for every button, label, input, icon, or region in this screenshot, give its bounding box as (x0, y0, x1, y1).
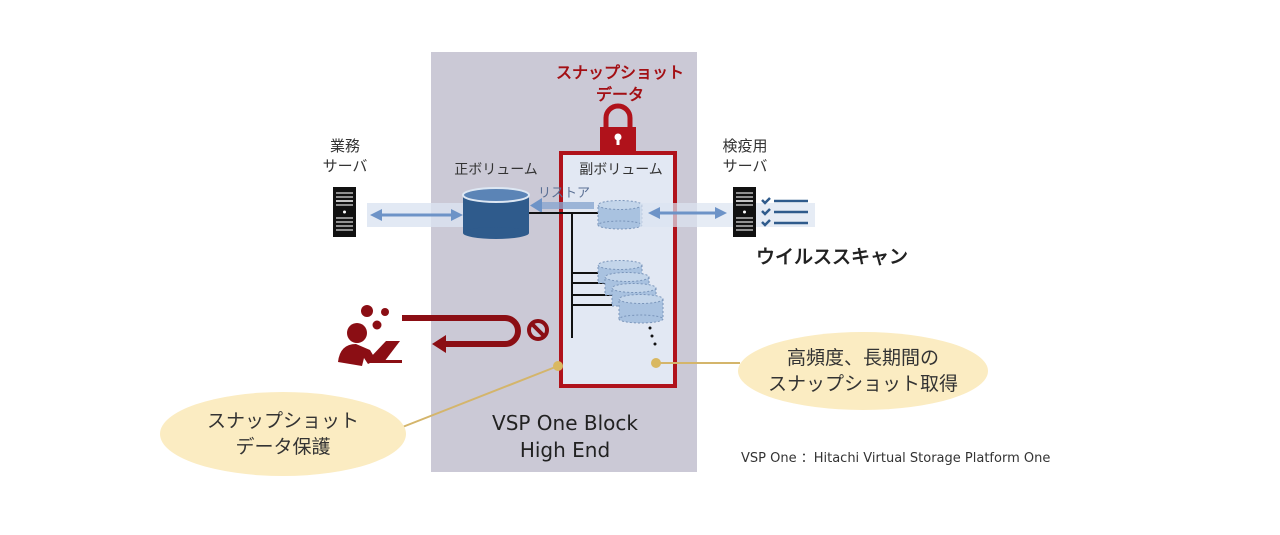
quarantine-server-label-line2: サーバ (722, 157, 768, 175)
restore-label: リストア (538, 186, 591, 201)
business-server-label-line2: サーバ (322, 157, 368, 175)
restore-arrow (530, 198, 594, 213)
callout-left-line2: データ保護 (235, 436, 331, 458)
checklist-icon (761, 197, 808, 227)
primary-volume-label: 正ボリューム (454, 162, 538, 178)
snapshot-data-title: スナップショット データ (540, 62, 700, 106)
snapshot-title-line1: スナップショット (555, 63, 684, 82)
business-server-icon (333, 187, 356, 237)
quarantine-server-label-line1: 検疫用 (722, 137, 768, 155)
attack-arrow-head (432, 335, 446, 353)
callout-frequent-snapshots: 高頻度、長期間の スナップショット取得 (738, 332, 988, 410)
lock-icon (600, 103, 636, 153)
secondary-volume-icon (597, 200, 643, 230)
quarantine-server-icon (733, 187, 756, 237)
snapshot-volumes-stack (597, 260, 664, 346)
callout-right-line1: 高頻度、長期間の (786, 347, 939, 369)
footnote: VSP One ：Hitachi Virtual Storage Platfor… (741, 451, 1051, 466)
callout-right-line2: スナップショット取得 (767, 373, 958, 395)
quarantine-server-label: 検疫用 サーバ (700, 136, 790, 176)
attacker-icon (338, 323, 402, 366)
callout-left-line1: スナップショット (206, 410, 359, 432)
bidirectional-arrow-right (648, 207, 727, 219)
prohibited-icon (527, 319, 549, 341)
blocked-attack-arrow (402, 315, 521, 347)
product-name: VSP One Block High End (470, 410, 660, 464)
secondary-volume-label: 副ボリューム (579, 162, 663, 178)
callout-snapshot-protection: スナップショット データ保護 (160, 392, 406, 476)
callout-connectors (399, 358, 740, 429)
product-name-line2: High End (519, 438, 611, 462)
business-server-label-line1: 業務 (329, 137, 360, 155)
business-server-label: 業務 サーバ (305, 136, 385, 176)
bidirectional-arrow-left (370, 209, 463, 221)
snapshot-title-line2: データ (595, 85, 644, 104)
virus-scan-label: ウイルススキャン (756, 246, 909, 268)
product-name-line1: VSP One Block (492, 411, 638, 435)
primary-volume-icon (462, 187, 530, 239)
virus-icon (361, 305, 389, 330)
